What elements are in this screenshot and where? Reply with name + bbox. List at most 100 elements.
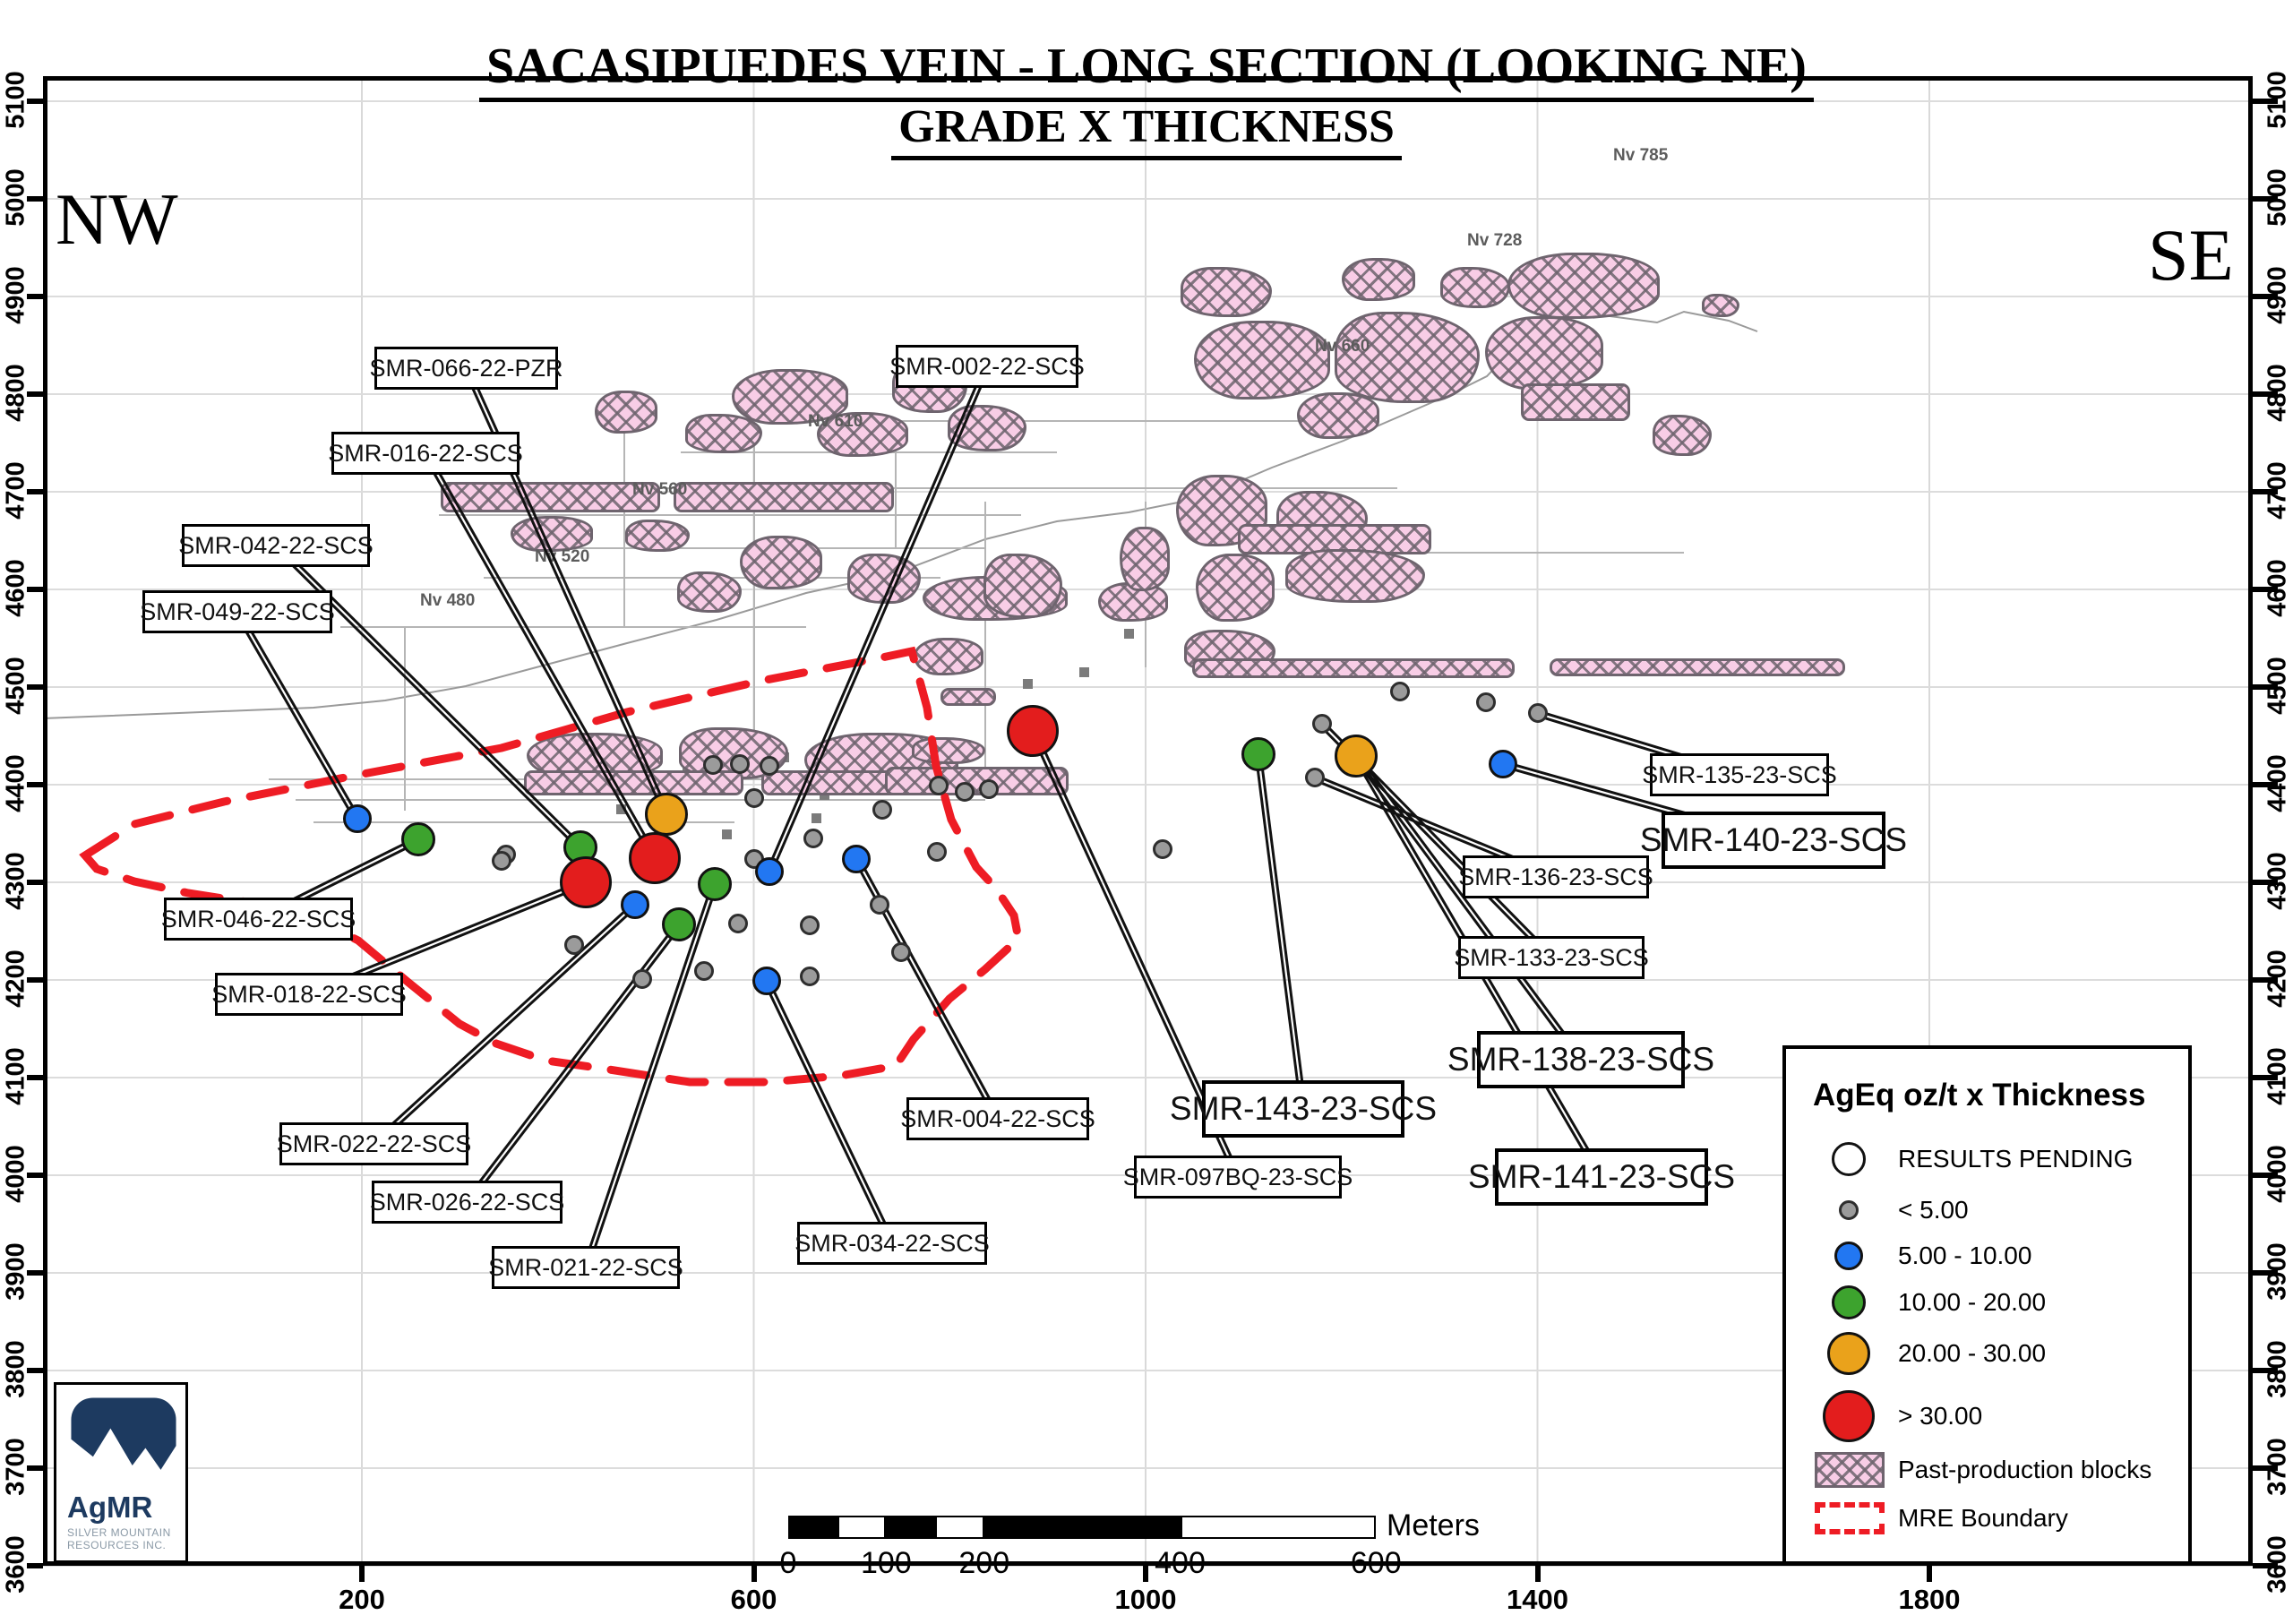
intercept-point-gray <box>1152 838 1172 859</box>
drillhole-callout-smr-042-22-scs: SMR-042-22-SCS <box>178 524 374 567</box>
drillhole-callout-smr-066-22-pzr: SMR-066-22-PZR <box>369 347 563 390</box>
elevation-axis-label: 3900 <box>1 1242 30 1301</box>
distance-tick <box>1534 1566 1541 1582</box>
elevation-tick <box>27 782 43 787</box>
elevation-axis-label: 4400 <box>2263 754 2292 812</box>
mine-working-fragment <box>1079 667 1089 677</box>
scale-bar-number: 200 <box>958 1546 1010 1580</box>
legend-label: 10.00 - 20.00 <box>1898 1288 2047 1316</box>
elevation-tick <box>27 587 43 592</box>
past-production-block <box>1550 658 1845 676</box>
scale-bar-segment <box>788 1516 837 1539</box>
elevation-axis-label: 4800 <box>2263 364 2292 422</box>
legend-label: < 5.00 <box>1898 1196 1969 1224</box>
legend-label: > 30.00 <box>1898 1402 1983 1430</box>
elevation-tick <box>27 1270 43 1276</box>
past-production-block <box>1196 554 1275 622</box>
drillhole-callout-smr-046-22-scs: SMR-046-22-SCS <box>161 898 356 941</box>
intercept-point-orange <box>645 792 689 836</box>
scale-bar-number: 100 <box>861 1546 912 1580</box>
past-production-block <box>1702 294 1739 317</box>
elevation-tick <box>27 880 43 885</box>
elevation-axis-label: 5000 <box>1 168 30 227</box>
drillhole-callout-smr-016-22-scs: SMR-016-22-SCS <box>328 432 523 475</box>
title-line-1: SACASIPUEDES VEIN - LONG SECTION (LOOKIN… <box>340 38 1953 102</box>
drillhole-callout-smr-097bq-23-scs: SMR-097BQ-23-SCS <box>1123 1156 1353 1199</box>
past-production-block <box>740 536 822 589</box>
elevation-tick <box>2253 1075 2278 1080</box>
legend-title: AgEq oz/t x Thickness <box>1813 1078 2146 1113</box>
intercept-point-gray <box>872 800 892 821</box>
elevation-axis-label: 4900 <box>2263 266 2292 324</box>
mine-working-fragment <box>812 813 821 823</box>
intercept-point-green <box>401 822 436 857</box>
drillhole-callout-smr-026-22-scs: SMR-026-22-SCS <box>370 1181 564 1224</box>
elevation-tick <box>2253 294 2278 299</box>
mine-working-fragment <box>722 829 732 839</box>
past-production-block <box>1120 527 1170 591</box>
elevation-tick <box>27 1563 43 1568</box>
intercept-point-gray <box>631 968 652 989</box>
past-production-block <box>511 516 593 552</box>
past-production-block <box>1098 582 1168 622</box>
intercept-point-gray <box>760 756 779 777</box>
elevation-tick <box>27 1075 43 1080</box>
intercept-point-blue <box>842 844 872 873</box>
elevation-tick <box>27 196 43 202</box>
elevation-tick <box>2253 1563 2278 1568</box>
past-production-block <box>1335 312 1480 403</box>
intercept-point-gray <box>799 915 820 935</box>
elevation-axis-label: 5100 <box>2263 71 2292 129</box>
elevation-tick <box>27 391 43 397</box>
past-production-label: Past-production blocks <box>1898 1456 2152 1483</box>
elevation-tick <box>2253 1465 2278 1471</box>
elevation-tick <box>2253 977 2278 983</box>
mine-working-fragment <box>1023 679 1033 689</box>
elevation-axis-label: 5100 <box>1 71 30 129</box>
elevation-axis-label: 4000 <box>1 1145 30 1203</box>
logo-subtitle: SILVER MOUNTAIN RESOURCES INC. <box>67 1526 171 1551</box>
legend-label: 20.00 - 30.00 <box>1898 1339 2047 1367</box>
elevation-axis-label: 4200 <box>2263 949 2292 1008</box>
mountain-icon <box>71 1397 176 1470</box>
past-production-block <box>441 482 660 512</box>
intercept-point-gray <box>564 934 585 955</box>
drillhole-callout-smr-034-22-scs: SMR-034-22-SCS <box>794 1222 990 1265</box>
intercept-point-red <box>1007 705 1060 758</box>
elevation-tick <box>2253 391 2278 397</box>
intercept-point-gray <box>1390 682 1411 702</box>
drillhole-callout-smr-136-23-scs: SMR-136-23-SCS <box>1458 855 1653 898</box>
intercept-point-gray <box>743 788 764 809</box>
past-production-block <box>685 414 762 453</box>
legend-symbol-pending <box>1832 1142 1866 1176</box>
past-production-block <box>983 554 1062 618</box>
scale-bar-segment <box>886 1516 936 1539</box>
elevation-tick <box>27 1173 43 1178</box>
past-production-block <box>885 767 1069 795</box>
past-production-block <box>524 770 743 795</box>
elevation-axis-label: 4500 <box>1 657 30 715</box>
elevation-axis-label: 4300 <box>2263 852 2292 910</box>
mine-working-fragment <box>616 804 626 814</box>
elevation-tick <box>27 1368 43 1373</box>
intercept-point-gray <box>1305 768 1326 788</box>
elevation-axis-label: 4000 <box>2263 1145 2292 1203</box>
drillhole-callout-smr-049-22-scs: SMR-049-22-SCS <box>140 590 335 633</box>
elevation-tick <box>27 489 43 494</box>
past-production-block <box>595 391 657 434</box>
mre-boundary-label: MRE Boundary <box>1898 1504 2068 1532</box>
intercept-point-gray <box>702 755 723 776</box>
intercept-point-gray <box>803 828 824 848</box>
drillhole-callout-smr-140-23-scs: SMR-140-23-SCS <box>1640 812 1907 869</box>
elevation-tick <box>2253 1368 2278 1373</box>
drillhole-callout-smr-022-22-scs: SMR-022-22-SCS <box>277 1122 471 1165</box>
elevation-tick <box>2253 684 2278 690</box>
intercept-point-blue <box>621 890 650 920</box>
elevation-axis-label: 3600 <box>2263 1535 2292 1594</box>
past-production-block <box>912 737 985 764</box>
elevation-axis-label: 4700 <box>2263 461 2292 520</box>
elevation-axis-label: 3800 <box>1 1340 30 1398</box>
elevation-tick <box>2253 782 2278 787</box>
scale-bar-number: 400 <box>1155 1546 1206 1580</box>
